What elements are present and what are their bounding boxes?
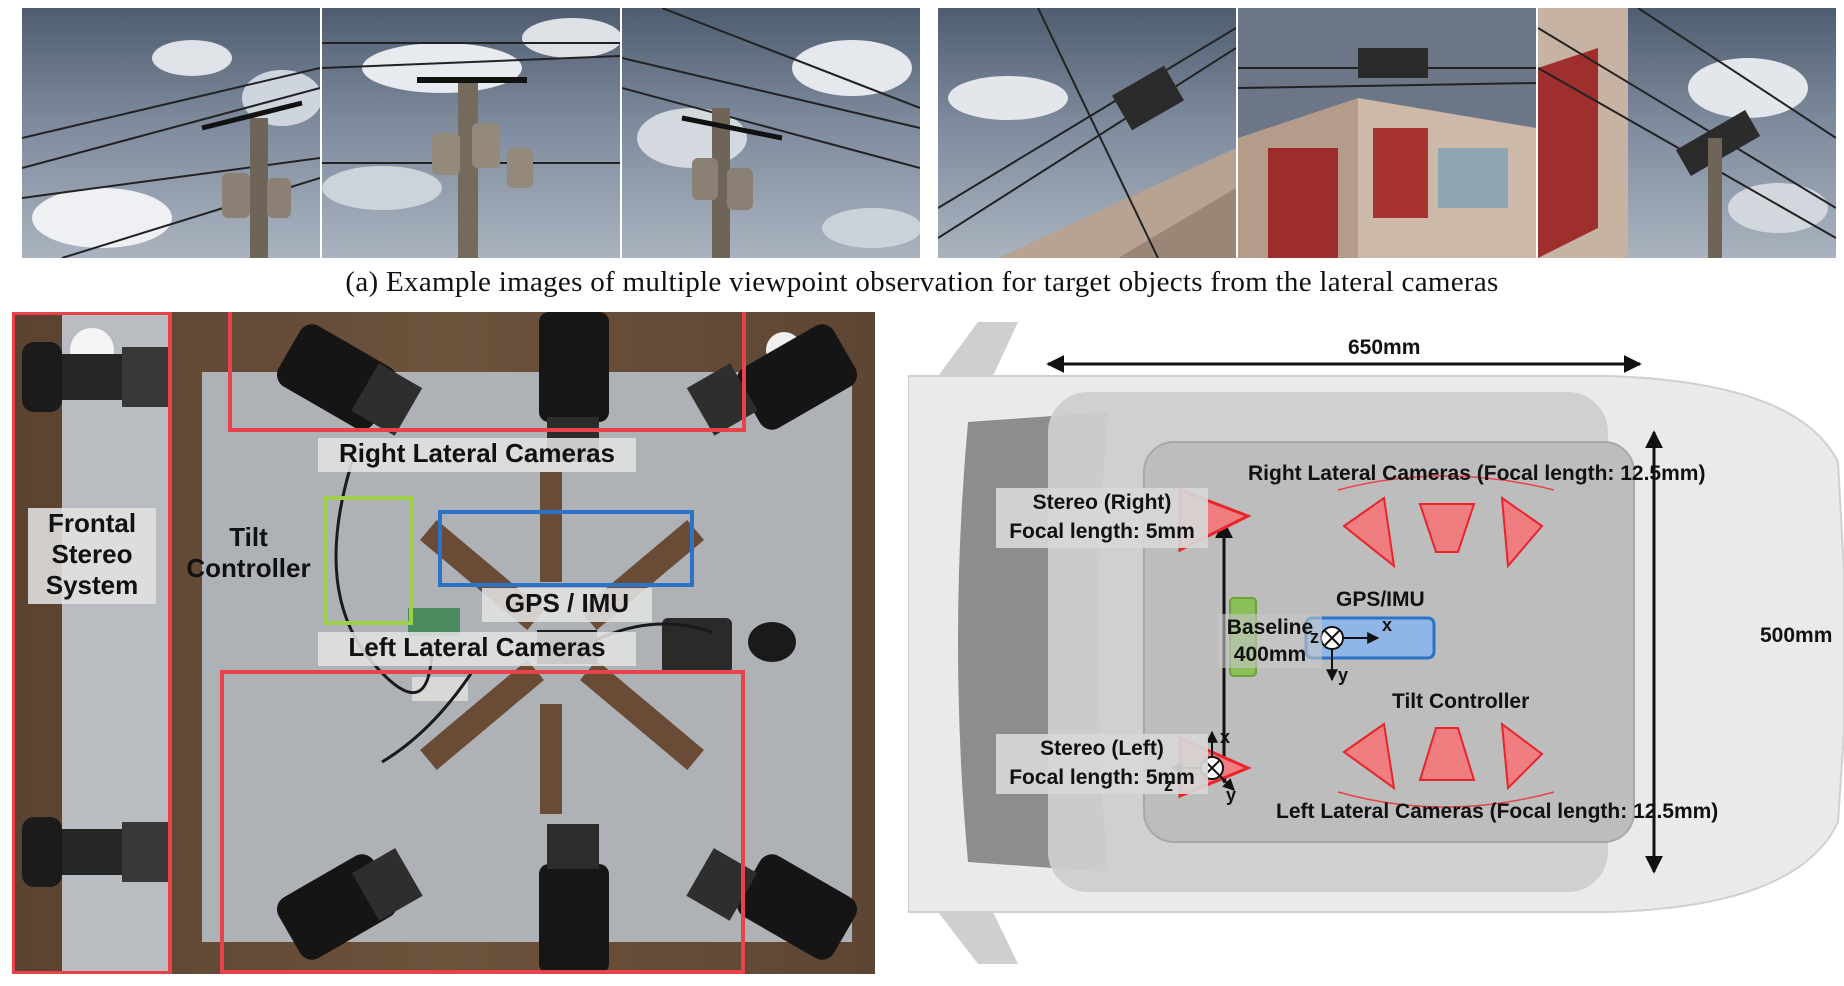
car-diagram-shapes <box>908 322 1844 964</box>
rig-photo: Right Lateral Cameras Left Lateral Camer… <box>12 312 875 974</box>
label-frontal-stereo-system: Frontal Stereo System <box>28 508 156 604</box>
label-diagram-tilt-controller: Tilt Controller <box>1392 690 1530 713</box>
photo-3 <box>622 8 920 258</box>
photo-2 <box>322 8 620 258</box>
left-lateral-camera-1 <box>1342 722 1396 791</box>
label-stereo-right: Stereo (Right) Focal length: 5mm <box>996 488 1208 548</box>
label-diagram-right-lateral: Right Lateral Cameras (Focal length: 12.… <box>1248 462 1706 485</box>
axis-label-x-imu: x <box>1382 615 1393 635</box>
dim-650mm: 650mm <box>1348 336 1421 359</box>
figure-caption-a: (a) Example images of multiple viewpoint… <box>345 266 1499 298</box>
photo-1 <box>22 8 320 258</box>
axis-label-z-stereo: z <box>1164 775 1173 795</box>
label-diagram-left-lateral: Left Lateral Cameras (Focal length: 12.5… <box>1276 800 1719 823</box>
axis-label-y-stereo: y <box>1226 785 1237 805</box>
axis-label-y-imu: y <box>1338 665 1349 685</box>
label-right-lateral-cameras: Right Lateral Cameras <box>318 438 636 472</box>
right-lateral-camera-1 <box>1342 496 1396 569</box>
label-left-lateral-cameras: Left Lateral Cameras <box>318 632 636 666</box>
label-stereo-left: Stereo (Left) Focal length: 5mm <box>996 734 1208 794</box>
photo-4 <box>938 8 1236 258</box>
left-lateral-camera-3 <box>1500 721 1544 791</box>
right-lateral-camera-3 <box>1500 495 1544 569</box>
right-lateral-camera-2 <box>1418 503 1476 553</box>
label-gps-imu: GPS / IMU <box>482 588 652 622</box>
left-lateral-camera-2 <box>1418 727 1476 781</box>
car-diagram: 650mm 500mm Right Lateral Cameras (Focal… <box>908 312 1844 974</box>
label-baseline: Baseline 400mm <box>1218 614 1322 668</box>
axis-label-z-imu: z <box>1310 627 1319 647</box>
photo-6 <box>1538 8 1836 258</box>
label-diagram-gps-imu: GPS/IMU <box>1336 588 1425 611</box>
axis-label-x-stereo: x <box>1220 727 1231 747</box>
dim-500mm: 500mm <box>1760 624 1833 647</box>
label-tilt-controller: Tilt Controller <box>186 522 311 583</box>
photo-5 <box>1238 8 1536 258</box>
